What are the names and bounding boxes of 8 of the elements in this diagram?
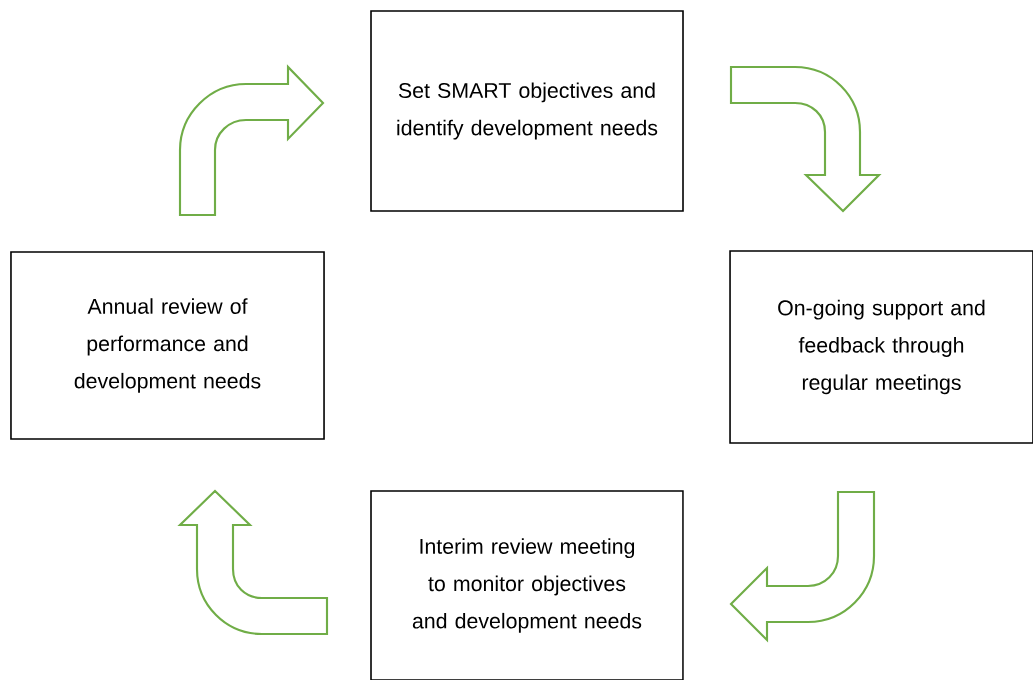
process-box: Interim review meeting to monitor objectives and development needs (370, 490, 684, 680)
bent-arrow (178, 65, 325, 217)
process-box: Annual review of performance and development needs (10, 251, 325, 440)
bent-arrow (178, 489, 329, 636)
bent-arrow (729, 490, 876, 642)
process-box: On-going support and feedback through regular meetings (729, 250, 1033, 444)
bent-arrow (729, 65, 881, 213)
process-box: Set SMART objectives and identify development needs (370, 10, 684, 212)
